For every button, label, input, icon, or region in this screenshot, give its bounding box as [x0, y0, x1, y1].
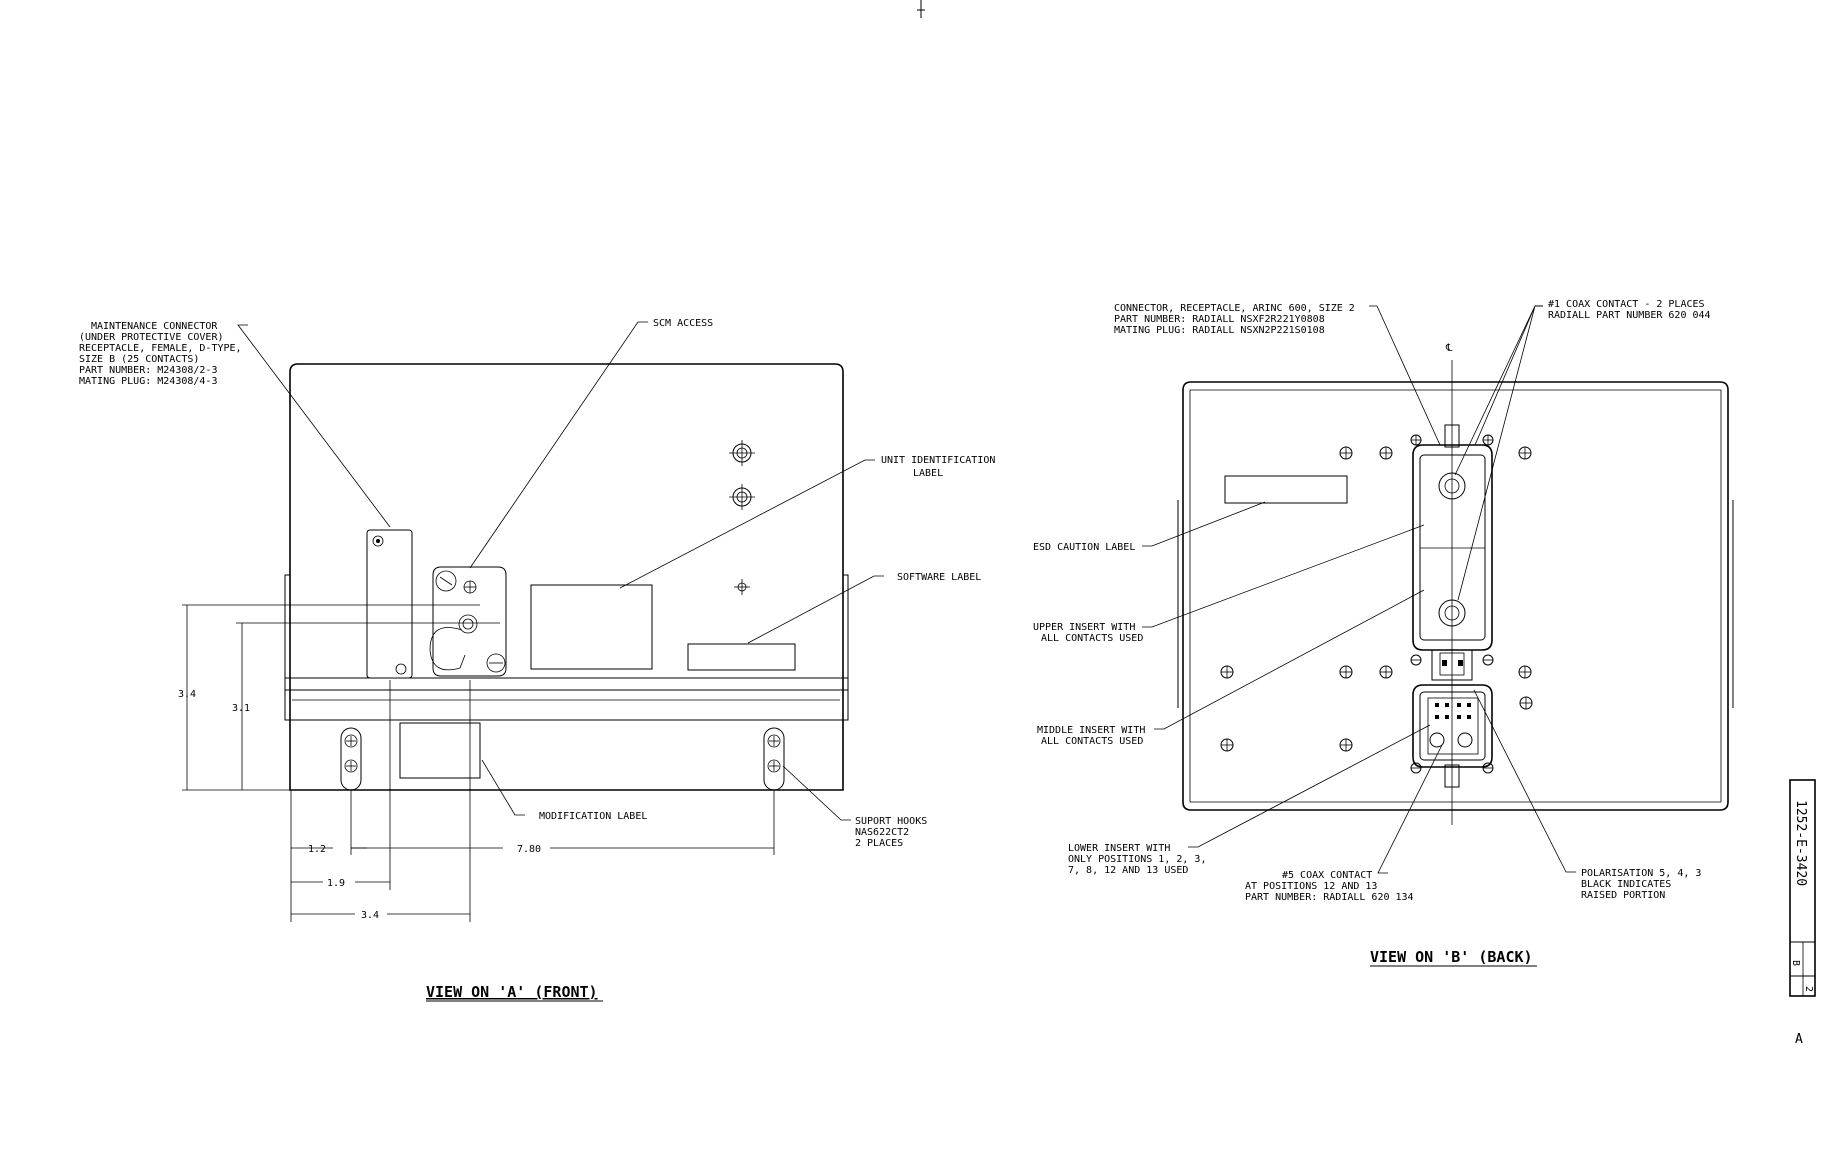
coax-contact-1-line-2: RADIALL PART NUMBER 620 044	[1548, 310, 1711, 321]
dim-width-1: 1.2	[308, 844, 326, 855]
modification-label-callout: MODIFICATION LABEL	[539, 811, 647, 822]
back-view-title: VIEW ON 'B' (BACK)	[1370, 948, 1533, 966]
maintenance-connector-line-2: (UNDER PROTECTIVE COVER)	[79, 332, 224, 343]
dim-height-inner: 3.1	[232, 703, 250, 714]
back-view	[1142, 305, 1734, 874]
esd-caution-label-area	[1224, 475, 1348, 504]
drawing-number: 1252-E-3420	[1793, 800, 1808, 886]
maintenance-connector-line-6: MATING PLUG: M24308/4-3	[79, 376, 217, 387]
support-hooks-callout-1: SUPORT HOOKS	[855, 816, 927, 827]
upper-insert-line-2: ALL CONTACTS USED	[1041, 633, 1143, 644]
support-hook-left	[340, 727, 362, 791]
maintenance-connector-line-5: PART NUMBER: M24308/2-3	[79, 365, 217, 376]
dim-width-3: 1.9	[327, 878, 345, 889]
middle-insert-line-2: ALL CONTACTS USED	[1041, 736, 1143, 747]
dim-width-4: 3.4	[361, 910, 379, 921]
coax-contact-5-line-2: AT POSITIONS 12 AND 13	[1245, 881, 1377, 892]
front-screws	[729, 440, 755, 595]
unit-identification-label-callout-2: LABEL	[913, 468, 943, 479]
front-leaders	[237, 321, 884, 821]
front-dimensions	[182, 604, 775, 922]
software-label-area	[687, 643, 796, 671]
unit-identification-label-callout-1: UNIT IDENTIFICATION	[881, 455, 995, 466]
scm-access-panel	[429, 566, 507, 677]
support-hooks-callout-3: 2 PLACES	[855, 838, 903, 849]
back-screws	[1220, 434, 1533, 774]
scm-access-callout: SCM ACCESS	[653, 318, 713, 329]
connector-note: CONNECTOR, RECEPTACLE, ARINC 600, SIZE 2…	[1114, 303, 1355, 336]
middle-insert-line-1: MIDDLE INSERT WITH	[1037, 725, 1145, 736]
modification-label-area	[399, 722, 481, 779]
connector-line-3: MATING PLUG: RADIALL NSXN2P221S0108	[1114, 325, 1325, 336]
upper-insert-line-1: UPPER INSERT WITH	[1033, 622, 1135, 633]
coax-contact-5-line-3: PART NUMBER: RADIALL 620 134	[1245, 892, 1414, 903]
unit-identification-label-area	[530, 584, 653, 670]
top-center-mark	[917, 0, 925, 18]
coax-contact-5-line-1: #5 COAX CONTACT	[1282, 870, 1372, 881]
dim-width-2: 7.80	[517, 844, 541, 855]
front-view	[182, 321, 884, 922]
support-hooks-callout-2: NAS622CT2	[855, 827, 909, 838]
maintenance-connector-line-4: SIZE B (25 CONTACTS)	[79, 354, 199, 365]
maintenance-connector-line-1: MAINTENANCE CONNECTOR	[91, 321, 218, 332]
software-label-callout: SOFTWARE LABEL	[897, 572, 981, 583]
connector-line-1: CONNECTOR, RECEPTACLE, ARINC 600, SIZE 2	[1114, 303, 1355, 314]
arinc-connector	[1412, 424, 1493, 788]
front-housing-outline	[289, 363, 844, 791]
lower-insert-line-2: ONLY POSITIONS 1, 2, 3,	[1068, 854, 1206, 865]
front-view-title: VIEW ON 'A' (FRONT)	[426, 983, 598, 1001]
maintenance-connector	[366, 529, 413, 679]
esd-caution-label-callout: ESD CAUTION LABEL	[1033, 542, 1135, 553]
maintenance-connector-note: MAINTENANCE CONNECTOR (UNDER PROTECTIVE …	[79, 321, 242, 387]
zone-letter: A	[1795, 1032, 1803, 1047]
revision-letter: B	[1790, 960, 1801, 966]
coax-contact-1-line-1: #1 COAX CONTACT - 2 PLACES	[1548, 299, 1705, 310]
connector-line-2: PART NUMBER: RADIALL NSXF2R221Y0808	[1114, 314, 1325, 325]
sheet-number: 2	[1803, 986, 1814, 992]
maintenance-connector-line-3: RECEPTACLE, FEMALE, D-TYPE,	[79, 343, 242, 354]
back-leaders	[1142, 305, 1576, 874]
lower-insert-line-1: LOWER INSERT WITH	[1068, 843, 1170, 854]
title-block	[1789, 779, 1816, 997]
lower-insert-line-3: 7, 8, 12 AND 13 USED	[1068, 865, 1188, 876]
polarisation-line-1: POLARISATION 5, 4, 3	[1581, 868, 1701, 879]
polarisation-line-3: RAISED PORTION	[1581, 890, 1665, 901]
centerline-symbol: ℄	[1445, 343, 1453, 354]
polarisation-line-2: BLACK INDICATES	[1581, 879, 1671, 890]
back-housing-outline	[1182, 381, 1729, 811]
front-shelf	[285, 677, 848, 721]
dim-height-outer: 3.4	[178, 689, 196, 700]
support-hook-right	[763, 727, 785, 791]
